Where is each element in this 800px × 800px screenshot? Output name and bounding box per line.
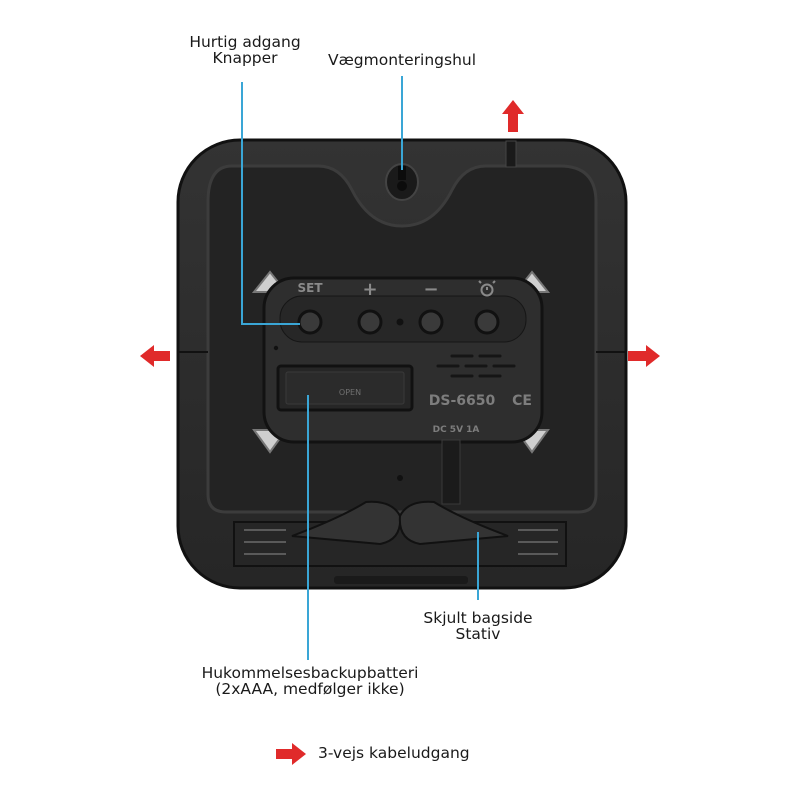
callout-quick-access xyxy=(241,82,300,325)
wall-mount-label: Vægmonteringshul xyxy=(327,51,477,69)
screw-hole xyxy=(397,475,403,481)
button-row xyxy=(297,309,500,335)
hidden-stand-label: Skjult bagside Stativ xyxy=(423,609,533,643)
battery-compartment: OPEN xyxy=(276,364,414,412)
callout-lines xyxy=(241,76,479,660)
hidden-stand xyxy=(233,500,567,584)
wall-mount-hole xyxy=(385,163,419,201)
reset-hole xyxy=(273,345,279,351)
model-label: DS-6650 xyxy=(429,393,496,409)
arrow-left-icon xyxy=(140,345,170,367)
control-module xyxy=(251,270,551,454)
minus-label: − xyxy=(423,279,438,300)
cable-exit-arrows xyxy=(140,100,660,367)
alarm-clock-icon xyxy=(478,280,496,297)
set-label: SET xyxy=(297,281,323,295)
quick-access-label: Hurtig adgang Knapper xyxy=(189,33,301,67)
indicator-dot xyxy=(396,318,404,326)
speaker-grille xyxy=(436,354,516,378)
cable-channel xyxy=(441,439,461,505)
power-label: DC 5V 1A xyxy=(433,425,480,435)
arrow-right-icon xyxy=(628,345,660,367)
red-arrow-icon xyxy=(276,743,306,765)
battery-open-label: OPEN xyxy=(339,388,361,397)
minus-button[interactable] xyxy=(418,309,444,335)
battery-label: Hukommelsesbackupbatteri (2xAAA, medfølg… xyxy=(201,664,419,698)
plus-button[interactable] xyxy=(357,309,383,335)
set-button[interactable] xyxy=(297,309,323,335)
ce-mark: CE xyxy=(512,393,532,409)
legend-text: 3-vejs kabeludgang xyxy=(318,744,470,762)
alarm-button[interactable] xyxy=(474,309,500,335)
arrow-up-icon xyxy=(502,100,524,132)
plus-label: + xyxy=(362,279,377,300)
